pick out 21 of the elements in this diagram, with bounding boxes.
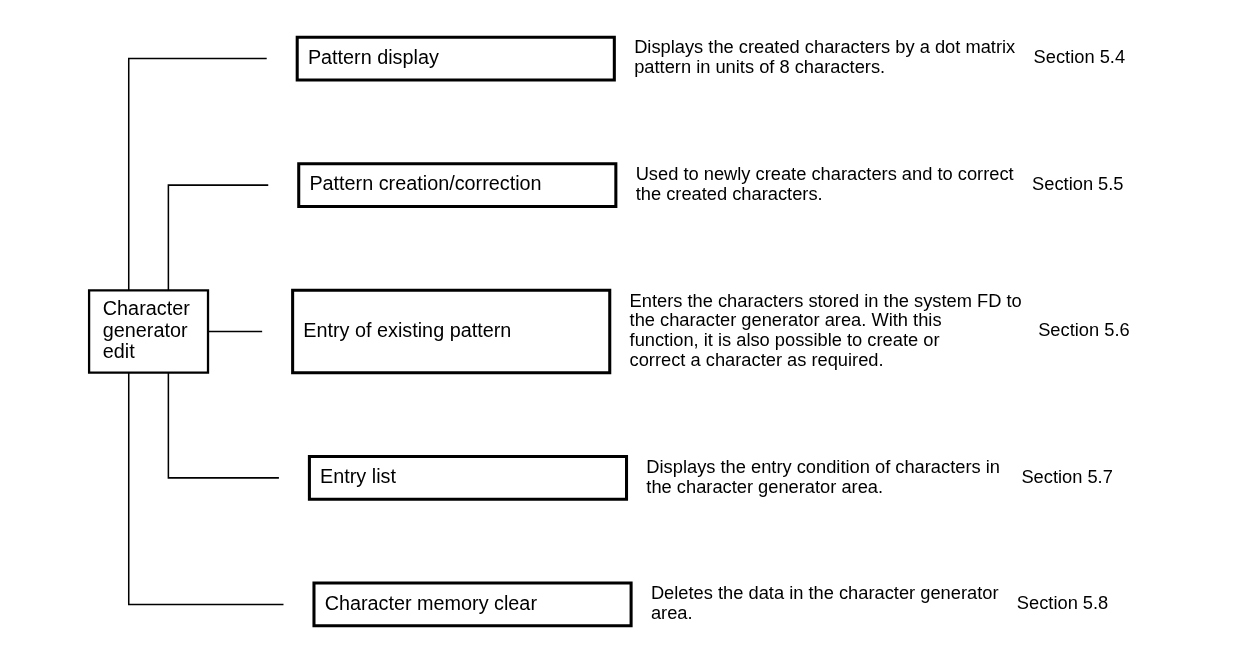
connector — [127, 57, 267, 291]
connector — [167, 184, 269, 291]
connector — [167, 372, 280, 479]
node-box: Entry of existing pattern — [290, 288, 611, 375]
node-box: Character memory clear — [311, 581, 633, 628]
node-label: Section 5.5 — [1031, 172, 1124, 194]
node-label: Used to newly create characters and to correct the created characters. — [635, 162, 1014, 204]
node-box: Character generator edit — [87, 289, 209, 374]
node-box: Pattern creation/correction — [296, 162, 617, 208]
connector — [127, 372, 284, 606]
connector — [207, 330, 263, 333]
node-label: Deletes the data in the character generator area. — [650, 582, 998, 624]
node-box: Entry list — [307, 455, 628, 501]
node-label: Section 5.6 — [1037, 319, 1130, 341]
node-label: Section 5.8 — [1016, 592, 1108, 614]
node-label: Enters the characters stored in the system FD to the character generator area. With this function, it is also possible to create or correct a character as required. — [629, 289, 1022, 370]
node-label: Displays the entry condition of characters in the character generator area. — [645, 455, 1000, 497]
node-box: Pattern display — [295, 35, 616, 82]
node-label: Section 5.7 — [1020, 465, 1113, 487]
node-label: Section 5.4 — [1033, 46, 1125, 68]
node-label: Displays the created characters by a dot matrix pattern in units of 8 characters. — [633, 36, 1015, 78]
